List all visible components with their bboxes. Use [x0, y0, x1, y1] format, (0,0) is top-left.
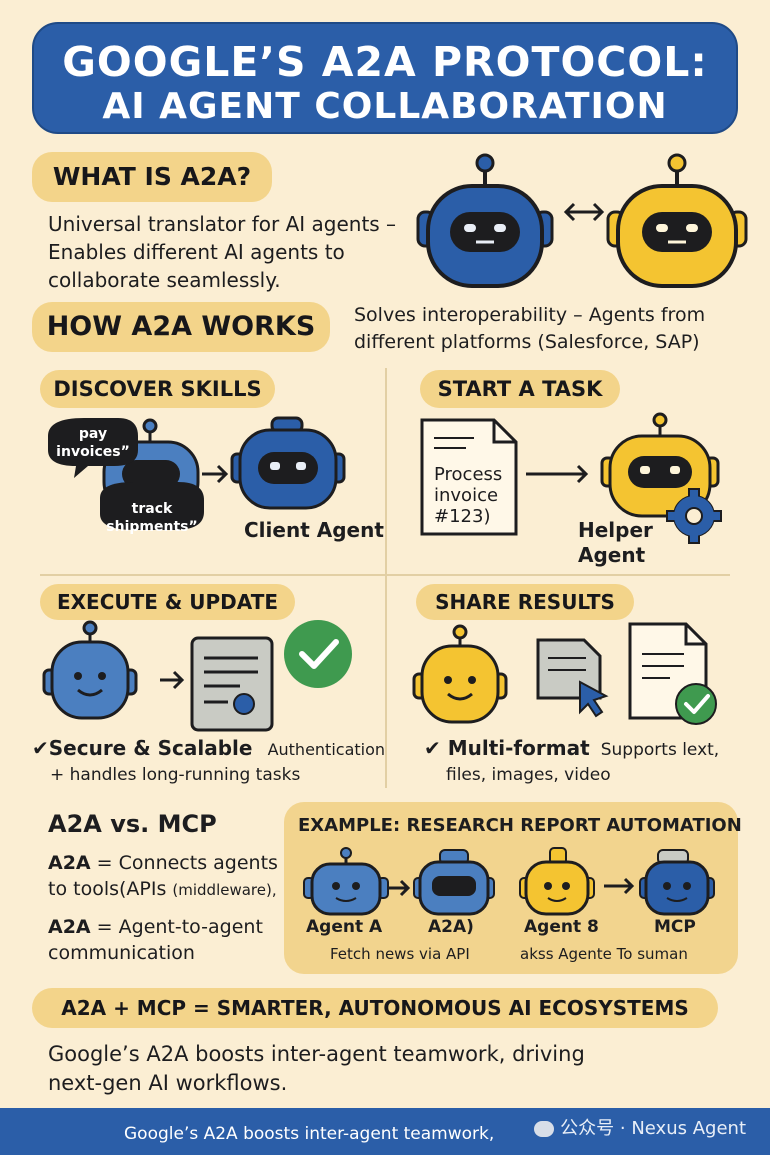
agent-a-robot-icon: [303, 847, 389, 916]
arrow-right-icon: [202, 464, 229, 484]
vs-a-desc: = Connects agents: [90, 852, 278, 874]
agent-a-label: Agent A: [306, 917, 383, 937]
vs-b-line-2: communication: [48, 942, 195, 964]
how-line-1: Solves interoperability – Agents from: [354, 304, 706, 326]
example-caption-1: Fetch news via API: [330, 945, 470, 963]
helper-robot-icon: [600, 412, 720, 518]
execute-illustration: [42, 620, 352, 732]
bubble-pay-line-1: pay: [78, 426, 108, 442]
share-line-2: files, images, video: [446, 765, 611, 785]
execute-heading: EXECUTE & UPDATE: [40, 584, 295, 620]
example-heading: EXAMPLE: RESEARCH REPORT AUTOMATION: [298, 815, 742, 836]
title-line-2: AI AGENT COLLABORATION: [102, 86, 668, 127]
summary-line-2: next-gen AI workflows.: [48, 1071, 288, 1095]
execute-bold: ✔Secure & Scalable: [32, 736, 253, 760]
execute-line-2: + handles long-running tasks: [50, 765, 301, 785]
watermark-text: 公众号 · Nexus Agent: [560, 1118, 746, 1139]
arrow-right-icon: [160, 670, 185, 690]
blue-robot-icon: [416, 153, 554, 288]
bubble-pay-line-2: invoices”: [56, 444, 130, 460]
bubble-track-line-1: track: [131, 501, 173, 517]
helper-line-1: Helper: [578, 518, 653, 542]
result-document-icon: [628, 622, 717, 725]
robots-pair-illustration: [416, 153, 748, 288]
how-heading: HOW A2A WORKS: [32, 302, 330, 352]
start-illustration: [420, 412, 722, 544]
vs-b-text: A2A = Agent-to-agent communication: [48, 914, 263, 966]
doc-line-1: Process: [434, 464, 503, 485]
a2a-label: A2A): [428, 917, 474, 937]
share-feature-line: ✔ Multi-format Supports lext,: [424, 736, 719, 760]
checkmark-icon: [284, 620, 352, 688]
vs-b-bold: A2A: [48, 916, 91, 938]
small-yellow-robot-icon: [412, 624, 508, 724]
share-heading: SHARE RESULTS: [416, 584, 634, 620]
share-bold: ✔ Multi-format: [424, 736, 590, 760]
client-agent-label: Client Agent: [244, 518, 384, 542]
helper-agent-label: Helper Agent: [578, 518, 653, 568]
client-robot-icon: [230, 416, 346, 510]
arrow-right-icon: [604, 877, 635, 895]
agent-b-label: Agent 8: [524, 917, 599, 937]
summary-line-1: Google’s A2A boosts inter-agent teamwork…: [48, 1042, 585, 1066]
doc-line-2: invoice: [434, 485, 499, 506]
vs-a-text: A2A = Connects agents to tools(APIs (mid…: [48, 850, 278, 903]
grid-divider-vertical: [385, 368, 387, 788]
share-small: Supports lext,: [600, 740, 720, 760]
speech-bubble-track: [100, 482, 204, 530]
mcp-robot-icon: [639, 849, 715, 916]
gear-icon: [666, 488, 722, 544]
vs-b-desc: = Agent-to-agent: [90, 916, 263, 938]
bubble-track-line-2: shipments”: [106, 519, 198, 535]
what-text: Universal translator for AI agents – Ena…: [48, 210, 396, 294]
share-illustration: [412, 622, 717, 725]
doc-line-3: #123): [434, 506, 491, 527]
summary-text: Google’s A2A boosts inter-agent teamwork…: [48, 1040, 585, 1098]
arrow-right-icon: [526, 464, 589, 484]
title-banner: GOOGLE’S A2A PROTOCOL: AI AGENT COLLABOR…: [32, 22, 738, 134]
vs-a-line-2: to tools(APIs: [48, 878, 173, 900]
start-heading: START A TASK: [420, 370, 620, 408]
helper-line-2: Agent: [578, 543, 646, 567]
vs-a-line-2-small: (middleware),: [172, 881, 277, 899]
small-robot-icon: [42, 620, 138, 720]
what-line-3: collaborate seamlessly.: [48, 268, 281, 292]
execute-feature-line: ✔Secure & Scalable Authentication: [32, 736, 385, 760]
what-line-1: Universal translator for AI agents –: [48, 212, 397, 236]
vs-a-bold: A2A: [48, 852, 91, 874]
grid-divider-horizontal: [40, 574, 730, 576]
example-illustration: [303, 847, 715, 916]
discover-illustration: [48, 416, 346, 530]
what-heading: WHAT IS A2A?: [32, 152, 272, 202]
bubble-pay-text: pay invoices”: [48, 425, 138, 461]
wechat-icon: [534, 1121, 555, 1137]
how-text: Solves interoperability – Agents from di…: [354, 302, 705, 356]
what-line-2: Enables different AI agents to: [48, 240, 345, 264]
yellow-robot-icon: [606, 153, 748, 288]
vs-heading: A2A vs. MCP: [48, 810, 217, 838]
a2a-robot-icon: [413, 849, 495, 916]
watermark: 公众号 · Nexus Agent: [534, 1114, 746, 1140]
how-line-2: different platforms (Salesforce, SAP): [354, 331, 700, 353]
checklist-document-icon: [190, 636, 274, 732]
example-caption-2: akss Agente To suman: [520, 945, 688, 963]
send-document-icon: [536, 638, 609, 718]
speech-bubble-pay: [48, 418, 138, 478]
summary-heading: A2A + MCP = SMARTER, AUTONOMOUS AI ECOSY…: [32, 988, 718, 1028]
execute-small: Authentication: [267, 740, 386, 759]
discover-heading: DISCOVER SKILLS: [40, 370, 275, 408]
bubble-track-text: track shipments”: [100, 500, 204, 536]
agent-b-robot-icon: [519, 847, 595, 916]
footer-band: Google’s A2A boosts inter-agent teamwork…: [0, 1108, 770, 1155]
footer-text: Google’s A2A boosts inter-agent teamwork…: [124, 1124, 495, 1144]
title-line-1: GOOGLE’S A2A PROTOCOL:: [62, 38, 708, 86]
mcp-label: MCP: [654, 917, 696, 937]
document-text: Process invoice #123): [434, 464, 502, 527]
double-arrow-icon: [563, 202, 605, 222]
arrow-right-icon: [388, 879, 411, 897]
